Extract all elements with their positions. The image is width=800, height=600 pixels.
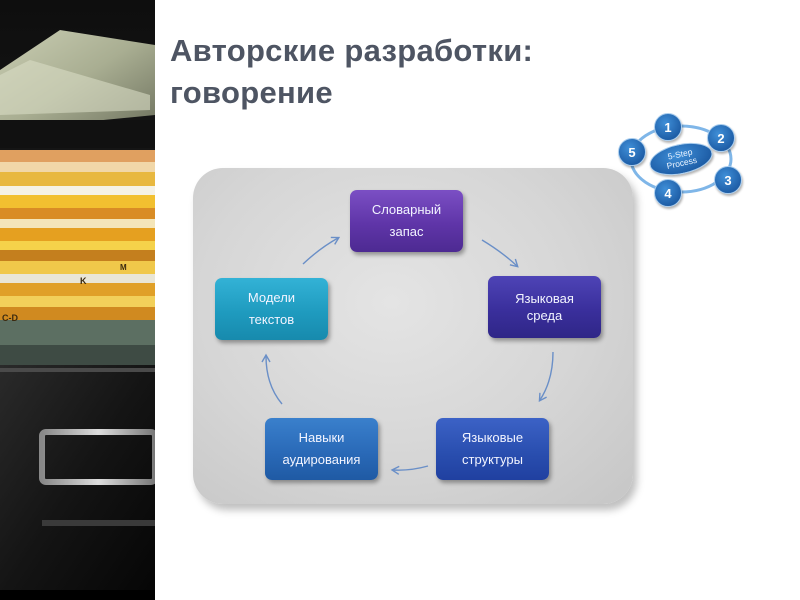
step-1: 1 xyxy=(654,113,682,141)
file-cabinet-photo: K C-D M xyxy=(0,0,155,600)
step-5: 5 xyxy=(618,138,646,166)
node-text-models: Модели текстов xyxy=(215,278,328,340)
photo-tab-label: C-D xyxy=(2,313,18,323)
step-3: 3 xyxy=(714,166,742,194)
title-line-1: Авторские разработки: xyxy=(170,30,630,72)
five-step-process-icon: 5-Step Process 1 2 3 4 5 xyxy=(612,112,746,212)
node-vocabulary: Словарный запас xyxy=(350,190,463,252)
step-2: 2 xyxy=(707,124,735,152)
node-label: Языковая среда xyxy=(515,290,574,324)
node-language-environment: Языковая среда xyxy=(488,276,601,338)
node-label: Навыки аудирования xyxy=(283,427,361,471)
title-line-2: говорение xyxy=(170,72,630,114)
photo-tab-label: K xyxy=(80,276,87,286)
node-label: Языковые структуры xyxy=(462,427,523,471)
file-cabinet-illustration: K C-D M xyxy=(0,0,155,600)
page-title: Авторские разработки: говорение xyxy=(170,30,630,114)
step-4: 4 xyxy=(654,179,682,207)
node-language-structures: Языковые структуры xyxy=(436,418,549,480)
node-listening-skills: Навыки аудирования xyxy=(265,418,378,480)
node-label: Модели текстов xyxy=(248,287,295,331)
node-label: Словарный запас xyxy=(372,199,441,243)
photo-tab-label: M xyxy=(120,263,127,272)
